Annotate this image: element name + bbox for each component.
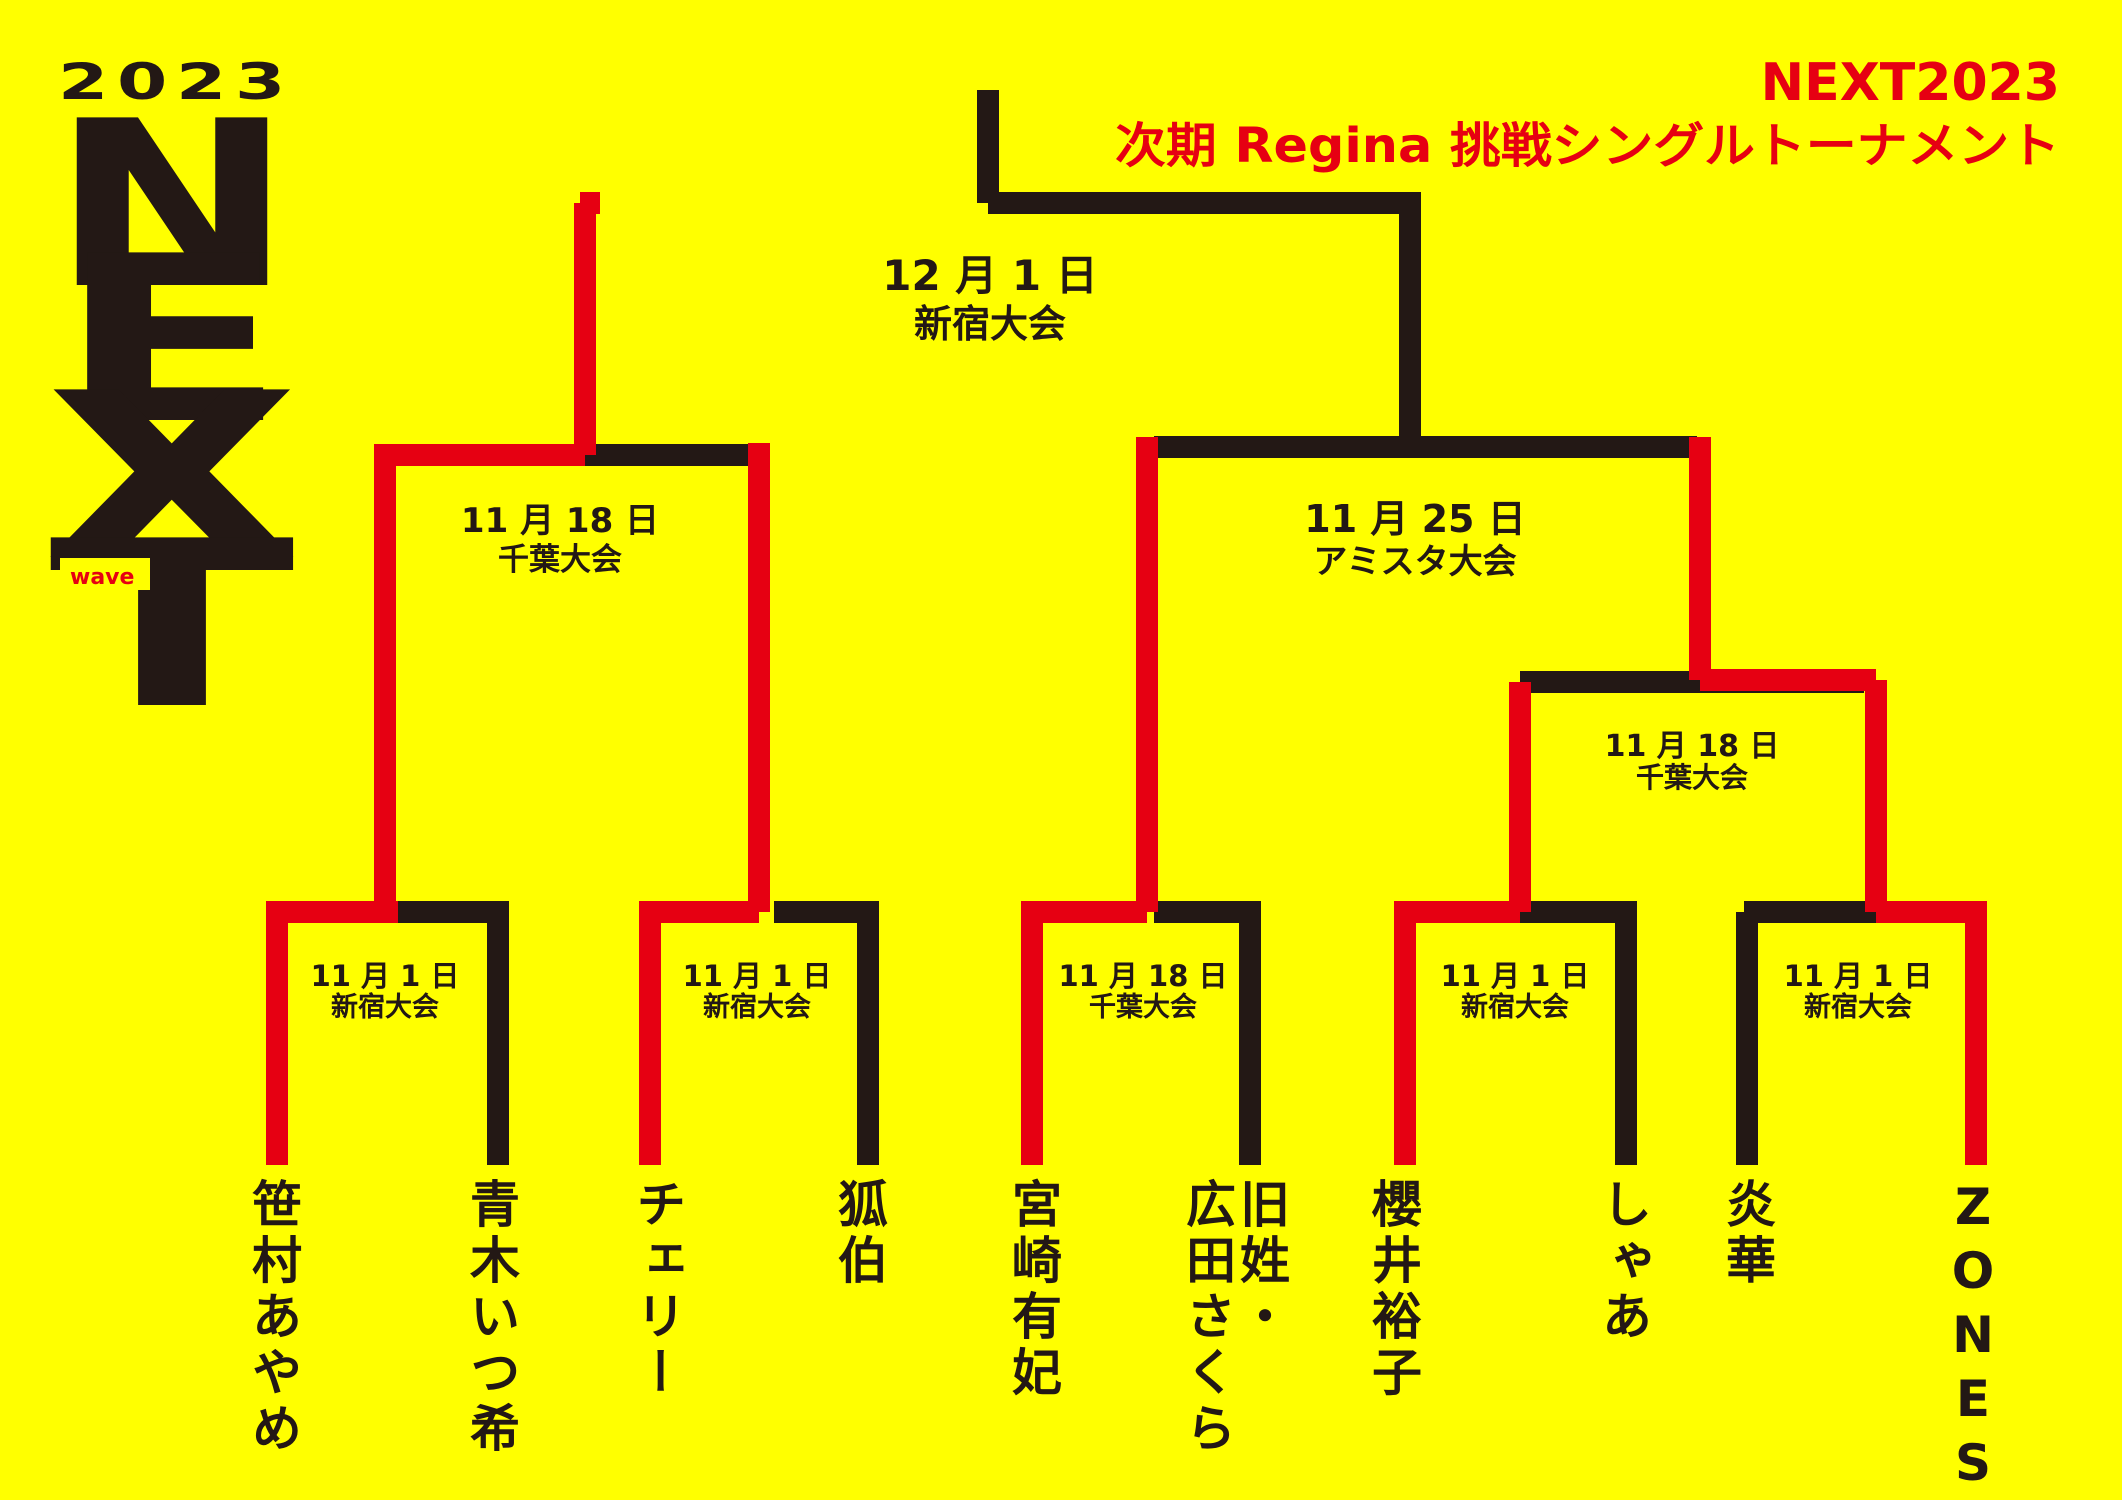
match-date: 11 月 1 日 xyxy=(683,959,832,993)
match-date: 11 月 18 日 xyxy=(461,501,659,541)
match-labels: 12 月 1 日 新宿大会 11 月 18 日 千葉大会 11 月 25 日 ア… xyxy=(311,251,1933,1023)
logo-letter-t: T xyxy=(49,493,295,760)
player-name: 広田さくら xyxy=(1178,1178,1236,1458)
player-name-prefix: 旧姓・ xyxy=(1232,1178,1290,1346)
match-venue: 新宿大会 xyxy=(703,991,811,1023)
match-venue: 千葉大会 xyxy=(1089,992,1197,1023)
logo-letter-n: N xyxy=(50,73,294,340)
r1-2-right xyxy=(774,901,879,1165)
r1-3-right xyxy=(1154,901,1261,1165)
r1-1-right xyxy=(398,901,509,1165)
match-date: 11 月 25 日 xyxy=(1304,497,1525,541)
match-date: 11 月 1 日 xyxy=(311,959,460,993)
match-venue: 新宿大会 xyxy=(914,302,1066,346)
match-qf-right: 11 月 18 日 千葉大会 xyxy=(1605,729,1780,794)
match-date: 11 月 18 日 xyxy=(1058,959,1227,993)
final-right-bracket xyxy=(988,192,1421,441)
r1-5-right xyxy=(1876,901,1987,1165)
match-r1-4: 11 月 1 日 新宿大会 xyxy=(1441,959,1590,1023)
r1-4-right xyxy=(1510,901,1637,1165)
match-final: 12 月 1 日 新宿大会 xyxy=(882,251,1098,346)
player-name: 狐伯 xyxy=(830,1178,888,1290)
match-venue: アミスタ大会 xyxy=(1313,542,1516,582)
match-r1-1: 11 月 1 日 新宿大会 xyxy=(311,959,460,1023)
match-venue: 新宿大会 xyxy=(331,991,439,1023)
player-name: しゃあ xyxy=(1594,1178,1652,1346)
match-date: 11 月 18 日 xyxy=(1605,729,1780,764)
match-semi-left: 11 月 18 日 千葉大会 xyxy=(461,501,659,578)
logo-wave-bar xyxy=(60,558,150,590)
title-line-1: NEXT2023 xyxy=(1761,53,2060,113)
page-title: NEXT2023 次期 Regina 挑戦シングルトーナメント xyxy=(1115,53,2060,174)
player-name: 宮崎有妃 xyxy=(1004,1178,1062,1402)
match-venue: 千葉大会 xyxy=(498,542,622,578)
player-name: 櫻井裕子 xyxy=(1364,1178,1422,1402)
player-name: 炎華 xyxy=(1718,1178,1776,1290)
r1-1-left xyxy=(266,901,398,1165)
match-semi-right: 11 月 25 日 アミスタ大会 xyxy=(1304,497,1525,582)
match-venue: 新宿大会 xyxy=(1461,991,1569,1023)
match-r1-5: 11 月 1 日 新宿大会 xyxy=(1784,959,1933,1023)
match-date: 11 月 1 日 xyxy=(1441,959,1590,993)
match-venue: 千葉大会 xyxy=(1636,761,1748,794)
player-name: チェリー xyxy=(628,1178,686,1402)
player-name: ZONES xyxy=(1944,1178,2002,1498)
next-logo: 2023 N E X T wave xyxy=(44,53,300,760)
logo-year: 2023 xyxy=(58,53,294,111)
bracket-lines-red xyxy=(266,192,1987,1165)
match-r1-3: 11 月 18 日 千葉大会 xyxy=(1058,959,1227,1023)
semi-left-left xyxy=(374,444,585,912)
r1-3-left xyxy=(1021,901,1147,1165)
logo-letter-e: E xyxy=(56,208,288,475)
title-line-2: 次期 Regina 挑戦シングルトーナメント xyxy=(1115,118,2060,174)
match-date: 12 月 1 日 xyxy=(882,251,1098,300)
player-name: 青木いつ希 xyxy=(462,1178,520,1458)
match-date: 11 月 1 日 xyxy=(1784,959,1933,993)
player-name: 笹村あやめ xyxy=(244,1178,302,1458)
r1-4-left xyxy=(1394,901,1520,1165)
match-r1-2: 11 月 1 日 新宿大会 xyxy=(683,959,832,1023)
r1-2-left xyxy=(639,901,759,1165)
match-venue: 新宿大会 xyxy=(1804,991,1912,1023)
logo-wave-text: wave xyxy=(70,565,134,590)
